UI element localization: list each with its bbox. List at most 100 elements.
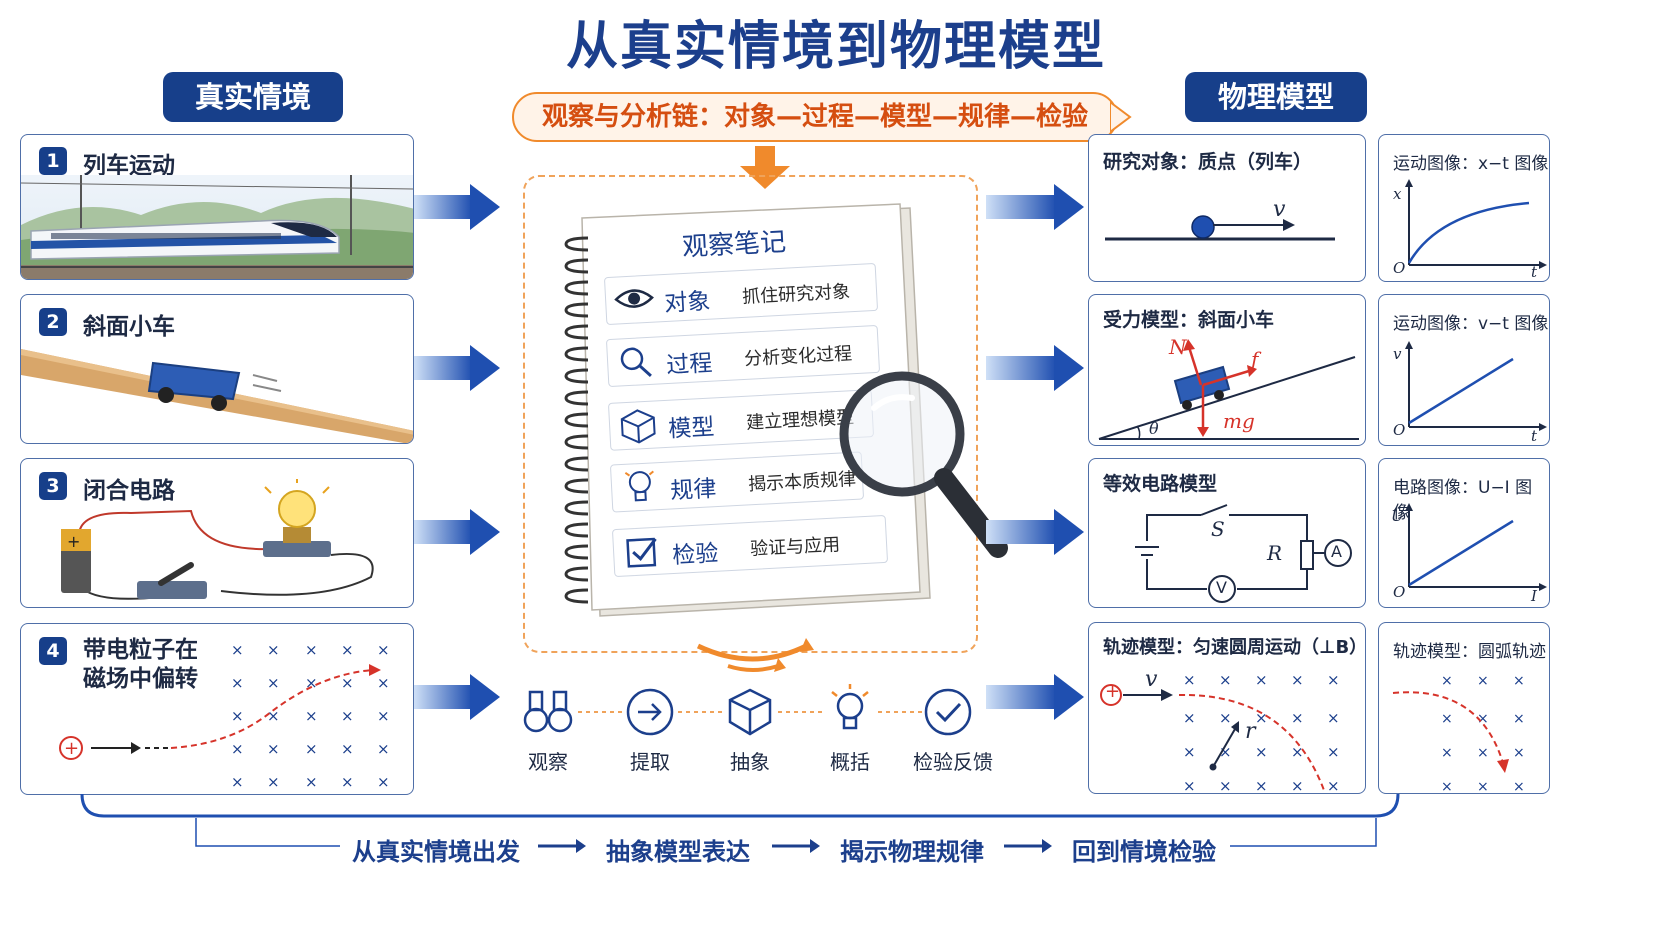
notebook-ring: [564, 280, 589, 296]
notebook-title: 观察笔记: [681, 227, 787, 263]
incline-cart-illustration: [21, 349, 413, 443]
page-title: 从真实情境到物理模型: [565, 17, 1106, 77]
real-case-incline-card[interactable]: 2 斜面小车: [20, 294, 414, 444]
notebook-row-label: 模型: [667, 414, 716, 443]
field-cross-mark: ×: [1219, 777, 1232, 794]
model-title: 轨迹模型：匀速圆周运动（⊥B）: [1103, 637, 1366, 658]
field-cross-mark: ×: [1513, 711, 1525, 727]
step-label-verify: 检验反馈: [913, 750, 993, 774]
chain-arrow-tip-icon: [1110, 100, 1132, 134]
field-cross-mark: ×: [377, 773, 390, 791]
notebook-row-process: 过程 分析变化过程: [605, 324, 881, 388]
notebook-ring: [564, 258, 589, 274]
origin-label: O: [1393, 421, 1406, 439]
field-cross-mark: ×: [267, 674, 280, 692]
notebook-frame: [523, 175, 978, 653]
flow-step-4: 回到情境检验: [1072, 838, 1216, 866]
notebook-ring: [564, 346, 589, 362]
flow-arrow-right-icon: [1004, 839, 1052, 853]
graph-v-t-card[interactable]: 运动图像：v−t 图像 v t O: [1378, 294, 1550, 446]
checkbox-icon: [626, 537, 657, 568]
field-cross-mark: ×: [1441, 779, 1453, 794]
field-cross-mark: ×: [377, 674, 390, 692]
model-point-mass-card[interactable]: 研究对象：质点（列车） v: [1088, 134, 1366, 282]
train-illustration: [21, 175, 413, 279]
graph-title: 运动图像：x−t 图像: [1393, 154, 1549, 174]
axis-y-label: x: [1393, 185, 1402, 203]
flow-arrow-icon: [414, 184, 500, 230]
equivalent-circuit-diagram: [1135, 504, 1352, 603]
magnifying-glass-icon: [839, 371, 1008, 558]
flow-step-3: 揭示物理规律: [840, 838, 984, 866]
field-cross-mark: ×: [1441, 673, 1453, 689]
field-cross-mark: ×: [231, 641, 244, 659]
field-cross-mark: ×: [1477, 745, 1489, 761]
case-number-badge: 4: [39, 637, 67, 665]
notebook-ring: [564, 412, 589, 428]
real-case-particle-card[interactable]: 4 带电粒子在磁场中偏转 ××××××××××××××××××××××××× +: [20, 623, 414, 795]
flow-arrow-icon: [414, 509, 500, 555]
orange-down-arrow-icon: [740, 146, 790, 189]
field-cross-mark: ×: [1255, 777, 1268, 794]
field-cross-mark: ×: [1219, 709, 1232, 727]
field-cross-mark: ×: [1477, 673, 1489, 689]
field-cross-mark: ×: [267, 707, 280, 725]
field-cross-mark: ×: [377, 707, 390, 725]
cube-icon: [620, 409, 656, 444]
axis-x-label: t: [1531, 427, 1538, 445]
notebook-ring: [564, 478, 589, 494]
flow-step-1: 从真实情境出发: [352, 838, 520, 866]
right-section-header: 物理模型: [1185, 72, 1367, 122]
case-title: 闭合电路: [83, 478, 175, 504]
axis-y-label: v: [1393, 345, 1402, 363]
model-circular-motion-card[interactable]: 轨迹模型：匀速圆周运动（⊥B） ×××××××××××××××××××× + v…: [1088, 622, 1366, 794]
graph-u-i-card[interactable]: 电路图像：U−I 图像 U I O: [1378, 458, 1550, 608]
angle-label: θ: [1149, 419, 1159, 438]
field-cross-mark: ×: [231, 740, 244, 758]
analysis-chain-banner: 观察与分析链：对象—过程—模型—规律—检验: [512, 92, 1118, 142]
real-case-train-card[interactable]: 1 列车运动: [20, 134, 414, 280]
normal-force-label: N: [1169, 335, 1187, 359]
field-cross-mark: ×: [231, 707, 244, 725]
field-cross-mark: ×: [1183, 777, 1196, 794]
field-cross-mark: ×: [1183, 709, 1196, 727]
field-cross-mark: ×: [1327, 671, 1340, 689]
binoculars-icon: [523, 690, 573, 733]
field-cross-mark: ×: [1513, 745, 1525, 761]
case-title: 带电粒子在磁场中偏转: [83, 637, 198, 692]
notebook-ring: [564, 434, 589, 450]
flow-arrow-icon: [986, 509, 1084, 555]
notebook-row-object: 对象 抓住研究对象: [603, 262, 879, 326]
field-cross-mark: ×: [231, 674, 244, 692]
x-t-graph: [1405, 179, 1547, 269]
svg-text:+: +: [64, 738, 79, 759]
field-cross-mark: ×: [1291, 743, 1304, 761]
field-cross-mark: ×: [341, 707, 354, 725]
graph-x-t-card[interactable]: 运动图像：x−t 图像 x t O: [1378, 134, 1550, 282]
notebook-row-verify: 检验 验证与应用: [611, 514, 889, 578]
circular-motion-diagram: ××××××××××××××××××××: [1100, 671, 1340, 794]
graph-arc-trajectory-card[interactable]: 轨迹模型：圆弧轨迹 ××××××××××××: [1378, 622, 1550, 794]
flow-arrow-right-icon: [538, 839, 586, 853]
field-cross-mark: ×: [341, 641, 354, 659]
radius-label: r: [1245, 719, 1256, 744]
model-incline-card[interactable]: 受力模型：斜面小车 N f mg θ: [1088, 294, 1366, 446]
notebook-row-label: 对象: [663, 288, 712, 318]
field-cross-mark: ×: [1255, 743, 1268, 761]
charge-plus-label: +: [1105, 681, 1121, 702]
magnifier-icon: [620, 347, 652, 377]
flow-arrow-icon: [414, 674, 500, 720]
u-i-graph: [1405, 503, 1547, 591]
bottom-bracket: [80, 794, 1400, 847]
model-circuit-card[interactable]: 等效电路模型 S R A V: [1088, 458, 1366, 608]
voltmeter-label: V: [1216, 578, 1227, 597]
case-number-badge: 2: [39, 308, 67, 336]
graph-title: 轨迹模型：圆弧轨迹: [1393, 642, 1546, 662]
field-cross-mark: ×: [1255, 709, 1268, 727]
real-case-circuit-card[interactable]: 3 闭合电路 +: [20, 458, 414, 608]
origin-label: O: [1393, 583, 1406, 601]
axis-y-label: U: [1391, 507, 1404, 525]
notebook-row-label: 规律: [669, 476, 718, 505]
notebook-row-desc: 分析变化过程: [743, 343, 853, 370]
gravity-label: mg: [1223, 409, 1255, 433]
